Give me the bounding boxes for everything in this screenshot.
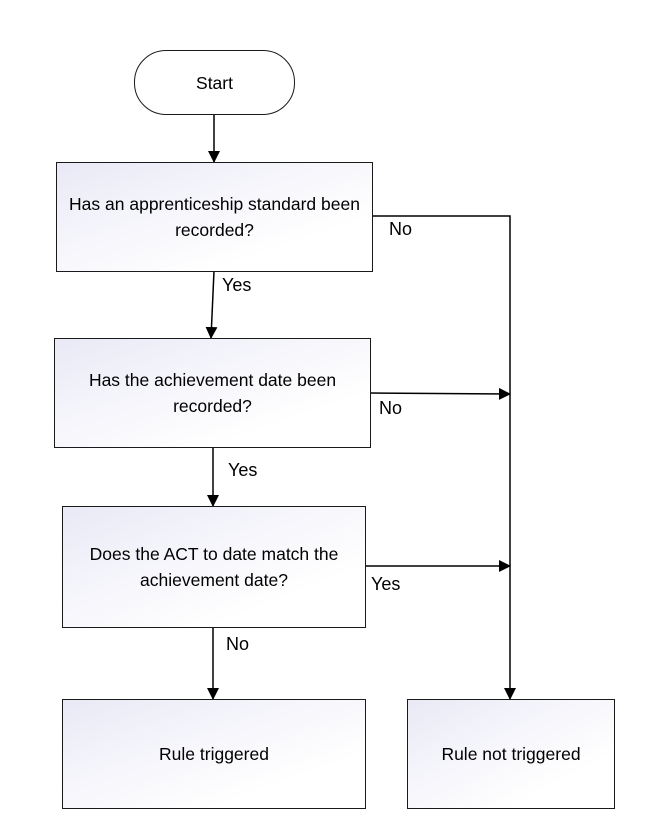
arrow-q2-no <box>370 387 511 400</box>
decision-standard-recorded: Has an apprenticeship standard been reco… <box>56 162 373 272</box>
label-q1-yes: Yes <box>222 275 252 295</box>
start-label: Start <box>196 72 233 93</box>
decision-standard-recorded-text: Has an apprenticeship standard been reco… <box>69 194 360 240</box>
decision-achievement-date-recorded-text: Has the achievement date been recorded? <box>88 370 337 416</box>
start-node: Start <box>134 50 295 115</box>
label-q1-no: No <box>389 219 413 239</box>
label-q3-no: No <box>226 634 250 654</box>
rule-not-triggered-text: Rule not triggered <box>441 744 581 764</box>
arrow-q1-no-to-not-triggered <box>373 215 516 700</box>
rule-not-triggered-node: Rule not triggered <box>407 699 615 809</box>
arrow-q1-to-q2 <box>205 270 218 339</box>
rule-triggered-node: Rule triggered <box>62 699 366 809</box>
label-q2-yes: Yes <box>228 460 258 480</box>
decision-act-date-match: Does the ACT to date match the achieveme… <box>62 506 366 628</box>
decision-achievement-date-recorded: Has the achievement date been recorded? <box>54 338 371 448</box>
label-q3-yes: Yes <box>371 574 401 594</box>
rule-triggered-text: Rule triggered <box>159 744 269 764</box>
decision-act-date-match-text: Does the ACT to date match the achieveme… <box>89 544 339 590</box>
label-q2-no: No <box>379 398 403 418</box>
